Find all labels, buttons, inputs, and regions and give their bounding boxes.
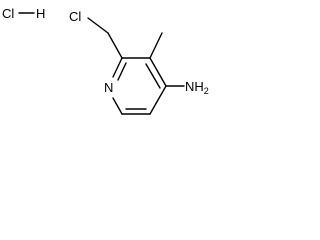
ring-bond-c6-n1 xyxy=(112,97,123,115)
amino-group-label: NH2 xyxy=(185,79,209,96)
ring-bond-c3-c4-inner xyxy=(145,63,161,89)
ring-nitrogen-label: N xyxy=(104,80,113,95)
amino-subscript-2: 2 xyxy=(204,86,209,96)
cl-ch2-bond xyxy=(87,17,109,34)
salt-chlorine-label: Cl xyxy=(2,6,14,21)
ring-bond-c4-c5 xyxy=(149,85,167,115)
ring-bond-n1-c2 xyxy=(112,57,123,78)
ring-bond-c3-c4 xyxy=(149,57,167,87)
ch2-c2-bond xyxy=(107,32,123,59)
c3-methyl-bond xyxy=(149,32,163,59)
chloromethyl-chlorine-label: Cl xyxy=(69,9,81,24)
amino-nitrogen-text: N xyxy=(185,79,194,94)
salt-hydrogen-label: H xyxy=(36,6,45,21)
ring-bond-n1-c2-inner xyxy=(117,62,127,81)
chemical-structure: Cl H Cl N NH2 xyxy=(2,6,209,115)
amino-hydrogen-text: H xyxy=(194,79,203,94)
